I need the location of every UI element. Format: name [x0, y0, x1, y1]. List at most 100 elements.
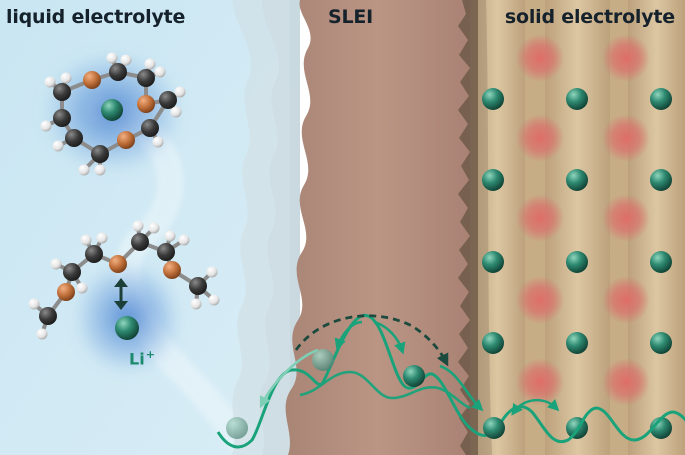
anion-site: [602, 276, 650, 324]
hydrogen-atom: [60, 72, 72, 84]
lattice-lithium-ion: [566, 251, 588, 273]
slei-label-row: SLEI: [0, 6, 685, 28]
lithium-ion-symbol: Li: [129, 349, 145, 369]
carbon-atom: [53, 109, 71, 127]
hydrogen-atom: [164, 230, 176, 242]
carbon-atom: [65, 129, 83, 147]
lattice-lithium-ion: [482, 88, 504, 110]
lithium-ion-solid-entry: [483, 417, 505, 439]
glyme-molecule: [28, 220, 220, 340]
solid-region: [458, 0, 685, 455]
slei-label: SLEI: [327, 6, 374, 28]
hydrogen-atom: [190, 298, 202, 310]
lattice-lithium-ion: [650, 251, 672, 273]
hydrogen-atom: [178, 234, 190, 246]
oxygen-atom: [57, 283, 75, 301]
carbon-atom: [91, 145, 109, 163]
carbon-atom: [157, 243, 175, 261]
lithium-ion-label: Li+: [129, 348, 155, 368]
carbon-atom: [141, 119, 159, 137]
anion-site: [602, 114, 650, 162]
solvated-complex-top: [40, 50, 186, 176]
oxygen-atom: [117, 131, 135, 149]
energy-landscape: [216, 314, 685, 449]
slei-region: [232, 0, 470, 455]
carbon-atom: [189, 277, 207, 295]
solid-lithium-sites: [482, 88, 672, 439]
carbon-atom: [39, 307, 57, 325]
oxygen-atom: [137, 95, 155, 113]
lattice-lithium-ion: [650, 88, 672, 110]
interphase-hop-dashed: [294, 314, 449, 367]
solvated-complex-bottom: [28, 220, 220, 376]
hydrogen-atom: [120, 54, 132, 66]
anion-site: [602, 358, 650, 406]
oxygen-atom: [83, 71, 101, 89]
lithium-ion-slei-2: [403, 365, 425, 387]
hop-arrow-left: [334, 320, 363, 351]
carbon-atom: [137, 69, 155, 87]
hydrogen-atom: [50, 258, 62, 270]
hydrogen-atom: [106, 52, 118, 64]
hydrogen-atom: [132, 220, 144, 232]
solvated-lithium-ion: [101, 99, 123, 121]
lattice-lithium-ion: [482, 332, 504, 354]
hydrogen-atom: [174, 86, 186, 98]
crown-ether-molecule: [40, 52, 186, 176]
hydrogen-atom: [40, 120, 52, 132]
hydrogen-atom: [208, 294, 220, 306]
desolvating-lithium-ion: [115, 316, 139, 340]
carbon-atom: [159, 91, 177, 109]
anion-site: [602, 34, 650, 82]
hydrogen-atom: [80, 234, 92, 246]
hydrogen-atom: [144, 58, 156, 70]
hydrogen-atom: [170, 106, 182, 118]
hydrogen-atom: [36, 328, 48, 340]
oxygen-atom: [163, 261, 181, 279]
hydrogen-atom: [152, 136, 164, 148]
lattice-lithium-ion: [566, 88, 588, 110]
lithium-ion-liquid-edge: [226, 417, 248, 439]
anion-site: [516, 276, 564, 324]
hydrogen-atom: [154, 66, 166, 78]
hydrogen-atom: [148, 222, 160, 234]
anion-sites: [516, 34, 650, 406]
hydrogen-atom: [206, 266, 218, 278]
hydrogen-atom: [52, 140, 64, 152]
lithium-ion-slei-1: [312, 349, 334, 371]
lattice-lithium-ion: [482, 169, 504, 191]
lattice-lithium-ion: [650, 332, 672, 354]
lattice-lithium-ion: [482, 251, 504, 273]
carbon-atom: [109, 63, 127, 81]
energy-profile-curve: [216, 314, 685, 449]
anion-site: [516, 34, 564, 82]
anion-site: [516, 358, 564, 406]
transfer-arrow: [439, 364, 484, 412]
backward-hop-arrow: [259, 348, 319, 409]
anion-site: [516, 114, 564, 162]
hydrogen-atom: [78, 164, 90, 176]
carbon-atom: [131, 233, 149, 251]
carbon-atom: [85, 245, 103, 263]
liquid-electrolyte-label: liquid electrolyte: [6, 6, 186, 28]
lithium-ion-charge: +: [145, 348, 155, 361]
lattice-lithium-ion: [566, 169, 588, 191]
hydrogen-atom: [96, 232, 108, 244]
solid-electrolyte-label: solid electrolyte: [504, 6, 675, 28]
anion-site: [516, 194, 564, 242]
hydrogen-atom: [76, 282, 88, 294]
carbon-atom: [63, 263, 81, 281]
energy-profile-curve-secondary: [299, 370, 471, 410]
oxygen-atom: [109, 255, 127, 273]
hydrogen-atom: [94, 164, 106, 176]
solid-hop-arrow: [511, 398, 560, 416]
hop-arrow-right: [373, 320, 406, 355]
anion-site: [602, 194, 650, 242]
vibration-arrow: [114, 278, 128, 310]
hydrogen-atom: [28, 298, 40, 310]
lattice-lithium-ion: [650, 169, 672, 191]
hydrogen-atom: [44, 76, 56, 88]
carbon-atom: [53, 83, 71, 101]
